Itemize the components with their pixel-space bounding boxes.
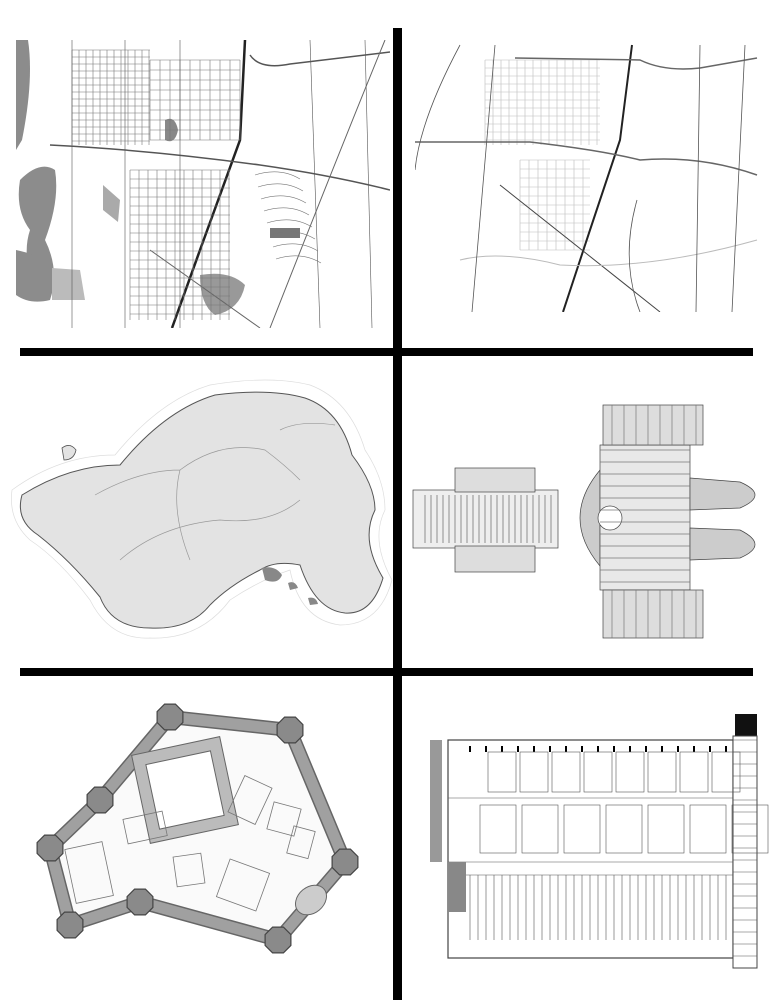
corner-block: [735, 714, 757, 736]
river-water: [16, 40, 30, 150]
islet: [262, 567, 282, 582]
arterial-road: [459, 239, 758, 267]
room: [615, 751, 645, 793]
dark-room: [448, 862, 466, 912]
curved-street: [266, 219, 313, 228]
ship-tail-section: [412, 489, 559, 549]
gatehouse: [295, 884, 327, 916]
ship-engine-upper: [689, 477, 756, 511]
island-outer-contour: [11, 379, 393, 639]
room: [605, 804, 643, 854]
ship-engine-lower: [689, 527, 756, 561]
room: [679, 751, 709, 793]
room: [583, 751, 613, 793]
ship-lower-pod: [602, 589, 704, 639]
building: [266, 801, 302, 837]
room: [479, 804, 517, 854]
fortress-plan: [36, 703, 359, 954]
ship-reactor: [597, 505, 623, 531]
building-floor-plan: [430, 714, 769, 969]
arterial-road: [269, 40, 386, 328]
building: [122, 810, 168, 845]
ship-dome: [579, 469, 601, 567]
ship-tail-upper-wing: [454, 467, 536, 493]
curved-street: [254, 171, 301, 180]
local-road: [415, 44, 746, 312]
arterial-road: [514, 57, 758, 70]
room: [689, 804, 727, 854]
commercial-area: [200, 273, 245, 315]
island-map: [11, 379, 393, 639]
keep-inner: [145, 750, 225, 830]
building: [286, 825, 316, 860]
tower: [156, 703, 184, 731]
side-wing: [430, 740, 442, 862]
tower: [276, 716, 304, 744]
park-area: [52, 268, 85, 300]
islet: [61, 445, 77, 461]
tower: [126, 888, 154, 916]
tower: [264, 926, 292, 954]
road: [364, 40, 373, 328]
highway: [562, 44, 633, 312]
city-street-map-simplified: [415, 44, 758, 312]
curved-street: [275, 255, 322, 264]
city-street-map-detailed: [16, 40, 390, 328]
spaceship-deck-plan: [412, 404, 756, 639]
ship-upper-pod: [602, 404, 704, 446]
tower: [56, 911, 84, 939]
curved-street: [257, 183, 304, 192]
building: [215, 858, 271, 912]
arterial-road: [415, 141, 758, 176]
arterial-road: [49, 144, 390, 191]
island-landmass: [19, 391, 384, 629]
building: [172, 852, 206, 888]
curved-street: [263, 207, 310, 216]
east-wing: [732, 735, 758, 969]
tower: [86, 786, 114, 814]
room: [521, 804, 559, 854]
curved-street: [269, 231, 316, 240]
horizontal-divider-top: [20, 348, 753, 356]
room: [519, 751, 549, 793]
road: [309, 40, 321, 328]
room: [647, 804, 685, 854]
room: [731, 804, 769, 854]
room: [551, 751, 581, 793]
tower: [36, 834, 64, 862]
islet: [288, 582, 298, 590]
arterial-road: [249, 51, 390, 67]
ship-tail-lower-wing: [454, 545, 536, 573]
lake-water: [16, 250, 50, 302]
park-area: [103, 185, 120, 222]
curved-street: [260, 195, 307, 204]
main-outline: [447, 739, 734, 959]
room: [563, 804, 601, 854]
curved-street: [272, 243, 319, 252]
tower: [331, 848, 359, 876]
building: [227, 775, 273, 825]
arterial-road: [149, 249, 261, 328]
vertical-divider: [393, 28, 402, 1000]
horizontal-divider-bottom: [20, 668, 753, 676]
region-border: [94, 423, 336, 561]
building: [64, 841, 114, 904]
islet: [308, 597, 318, 605]
building-block: [270, 228, 300, 238]
room: [711, 751, 741, 793]
room: [647, 751, 677, 793]
room: [487, 751, 517, 793]
